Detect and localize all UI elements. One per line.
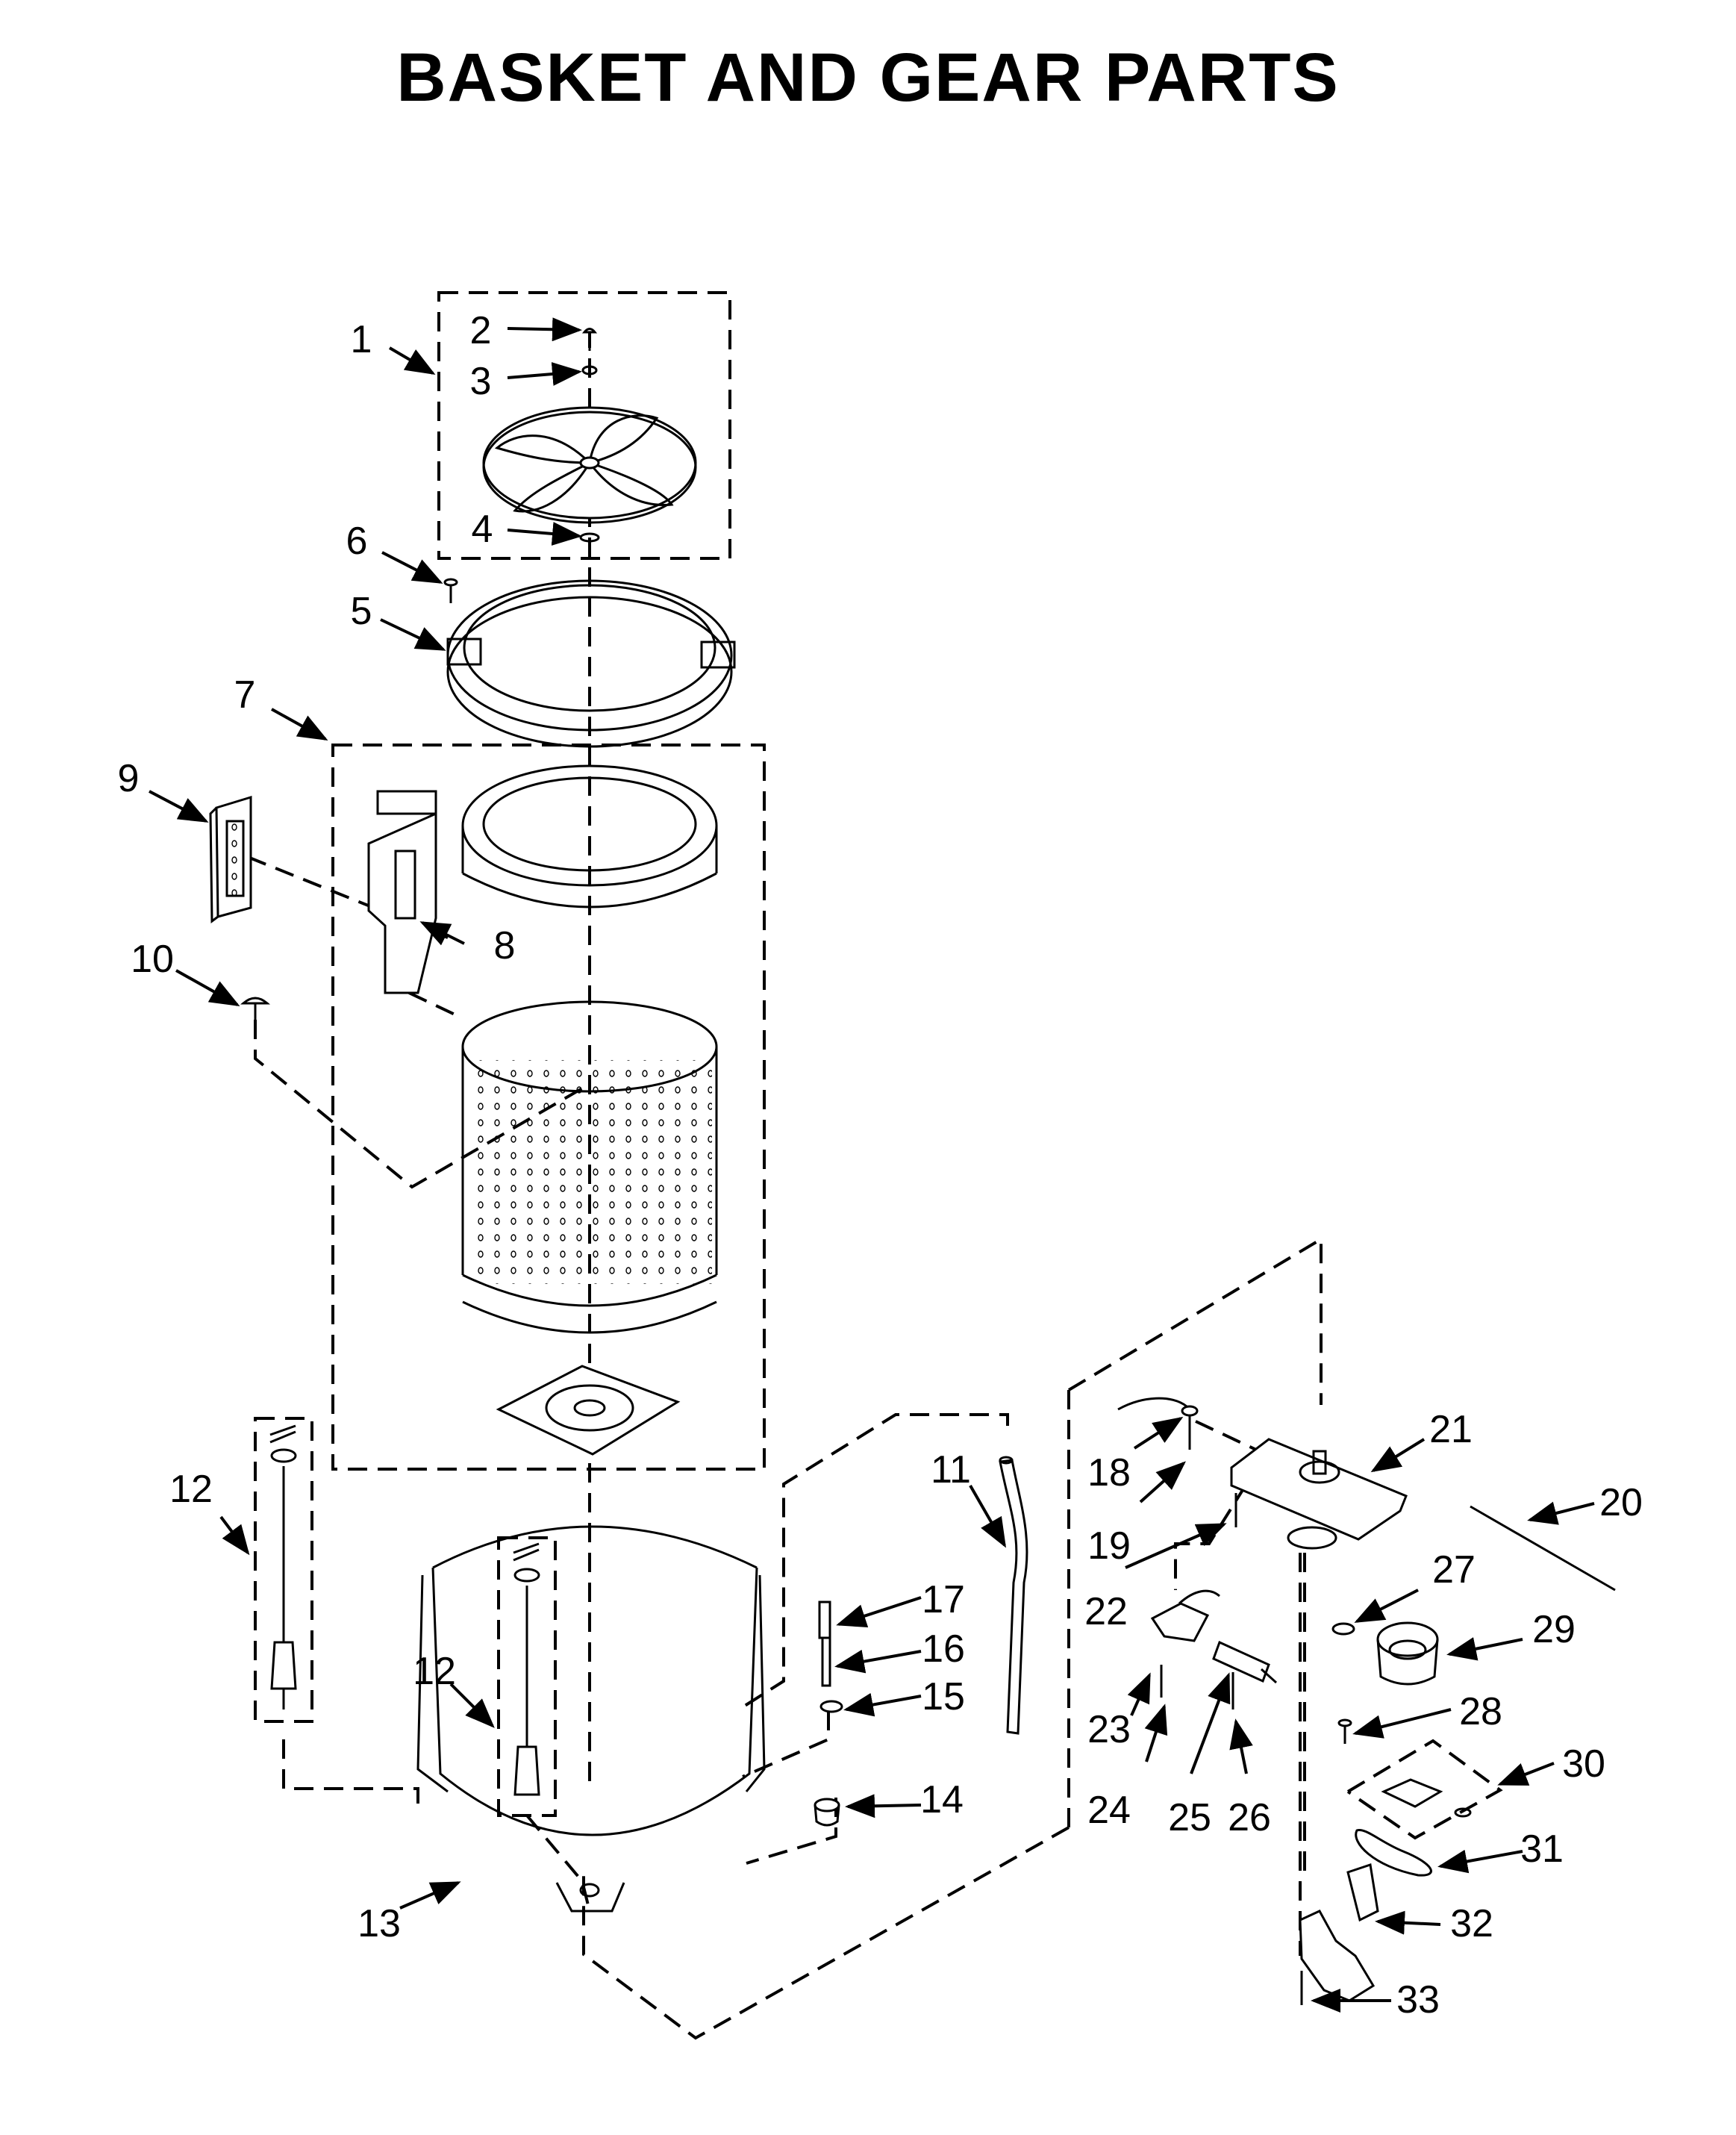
basket-icon bbox=[461, 1000, 718, 1334]
part-12-hose-left-icon bbox=[269, 1424, 297, 1709]
part-21-gearcase-icon bbox=[1230, 1438, 1408, 1550]
callout-30: 30 bbox=[1562, 1742, 1605, 1786]
callout-15: 15 bbox=[922, 1675, 965, 1718]
part-2-bolt-icon bbox=[581, 328, 598, 351]
part-28-screw-icon bbox=[1337, 1718, 1352, 1744]
callout-11: 11 bbox=[931, 1448, 971, 1492]
callout-7: 7 bbox=[234, 673, 256, 717]
hub-plate-icon bbox=[496, 1365, 681, 1456]
callout-9: 9 bbox=[118, 757, 140, 800]
callout-16: 16 bbox=[922, 1627, 965, 1671]
callout-2: 2 bbox=[470, 309, 492, 352]
callout-13: 13 bbox=[357, 1902, 401, 1945]
part-3-washer-icon bbox=[581, 365, 598, 375]
callout-8: 8 bbox=[494, 924, 516, 967]
callout-29: 29 bbox=[1532, 1608, 1576, 1651]
callout-6: 6 bbox=[346, 520, 368, 563]
part-11-hose-icon bbox=[999, 1456, 1028, 1735]
assembly-dashed-outlines bbox=[247, 291, 1503, 2040]
part-8-bracket-icon bbox=[367, 790, 437, 994]
part-27-washer-icon bbox=[1331, 1622, 1355, 1636]
callout-22: 22 bbox=[1084, 1590, 1128, 1633]
callout-3: 3 bbox=[470, 360, 492, 403]
basket-rim-icon bbox=[461, 764, 718, 908]
part-drawings bbox=[209, 328, 1616, 2005]
part-14-plug-icon bbox=[814, 1798, 840, 1827]
callout-12-center: 12 bbox=[413, 1650, 456, 1693]
part-18-wire-icon bbox=[1117, 1397, 1199, 1417]
part-10-bolt-icon bbox=[240, 997, 270, 1020]
callout-25: 25 bbox=[1168, 1796, 1211, 1839]
callout-labels: 1 2 3 4 5 6 7 8 9 10 11 12 12 13 14 15 1… bbox=[118, 309, 1643, 2022]
part-31-belt-icon bbox=[1355, 1829, 1432, 1877]
page-title: BASKET AND GEAR PARTS bbox=[396, 40, 1340, 116]
callout-20: 20 bbox=[1599, 1481, 1643, 1524]
callout-17: 17 bbox=[922, 1578, 965, 1621]
part-17-valve-icon bbox=[818, 1601, 831, 1687]
part-32-bracket-icon bbox=[1299, 1863, 1379, 2002]
part-12-hose-center-icon bbox=[513, 1542, 540, 1796]
callout-28: 28 bbox=[1459, 1690, 1502, 1733]
callout-1: 1 bbox=[351, 318, 372, 361]
part-25-actuator-icon bbox=[1212, 1640, 1278, 1684]
part-30-pulley-icon bbox=[1381, 1778, 1472, 1818]
part-29-motor-icon bbox=[1376, 1621, 1439, 1686]
callout-27: 27 bbox=[1432, 1548, 1476, 1592]
impeller-icon bbox=[482, 406, 697, 524]
callout-14: 14 bbox=[920, 1778, 964, 1821]
leader-arrows bbox=[149, 317, 1595, 2013]
callout-5: 5 bbox=[351, 590, 372, 633]
callout-24: 24 bbox=[1087, 1789, 1131, 1832]
callout-33: 33 bbox=[1396, 1978, 1440, 2022]
part-5-ring-icon bbox=[446, 579, 736, 748]
callout-31: 31 bbox=[1520, 1827, 1564, 1871]
callout-19: 19 bbox=[1087, 1524, 1131, 1568]
part-6-screw-icon bbox=[443, 578, 458, 603]
part-23-shifter-icon bbox=[1150, 1589, 1220, 1642]
callout-26: 26 bbox=[1228, 1796, 1271, 1839]
callout-12-left: 12 bbox=[169, 1468, 213, 1511]
callout-32: 32 bbox=[1450, 1902, 1493, 1945]
part-20-rod-icon bbox=[1470, 1505, 1616, 1592]
callout-18: 18 bbox=[1087, 1451, 1131, 1494]
callout-10: 10 bbox=[131, 938, 174, 981]
callout-23: 23 bbox=[1087, 1708, 1131, 1751]
part-13-tub-icon bbox=[416, 1525, 766, 1913]
callout-21: 21 bbox=[1429, 1408, 1473, 1451]
part-9-filter-icon bbox=[209, 795, 252, 923]
callout-4: 4 bbox=[472, 508, 493, 551]
part-15-clamp-icon bbox=[819, 1700, 843, 1713]
